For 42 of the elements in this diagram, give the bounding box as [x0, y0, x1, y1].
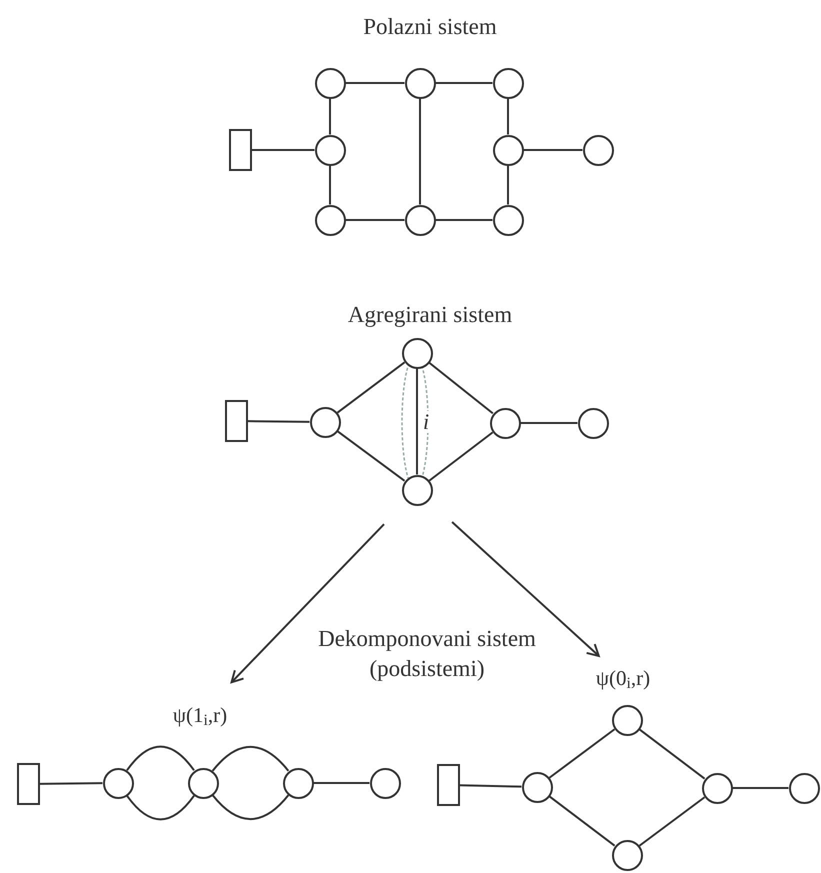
connector-line: [126, 746, 195, 771]
connector-line: [436, 219, 492, 221]
section-heading: Polazni sistem: [362, 13, 498, 42]
connector-line: [638, 728, 706, 780]
formula-label: ψ(1$_{i}$,r): [160, 701, 240, 729]
connector-line: [416, 368, 418, 474]
connector-line: [329, 98, 331, 134]
formula-label: ψ(0$_{i}$,r): [583, 664, 663, 692]
connector-line: [314, 782, 370, 784]
connector-line: [336, 362, 406, 414]
connector-line: [212, 746, 290, 772]
connector-line: [247, 420, 310, 423]
connector-line: [252, 149, 314, 151]
section-heading: Dekomponovani sistem (podsistemi): [317, 625, 537, 683]
connector-line: [39, 782, 103, 785]
connector-line: [459, 784, 522, 788]
connector-line: [126, 795, 195, 820]
section-heading: Agregirani sistem: [346, 301, 514, 330]
terminal-rectangle: [16, 763, 40, 805]
connector-line: [524, 149, 582, 151]
terminal-rectangle: [224, 400, 248, 442]
connector-line: [732, 787, 788, 789]
connector-line: [428, 432, 494, 482]
connector-line: [428, 362, 494, 414]
connector-line: [329, 166, 331, 204]
arrow: [230, 524, 385, 684]
connector-line: [548, 796, 616, 846]
arrow: [451, 521, 600, 657]
connector-line: [436, 82, 492, 84]
connector-line: [507, 98, 509, 134]
connector-line: [548, 728, 616, 779]
connector-line: [346, 219, 404, 221]
connector-line: [346, 82, 404, 84]
edge-label: i: [422, 410, 430, 432]
connector-line: [419, 98, 421, 204]
connector-line: [507, 166, 509, 204]
connector-line: [212, 794, 290, 820]
connector-line: [336, 430, 406, 482]
connector-line: [638, 796, 706, 847]
terminal-rectangle: [436, 764, 460, 806]
connector-line: [520, 422, 578, 424]
terminal-rectangle: [228, 129, 252, 171]
